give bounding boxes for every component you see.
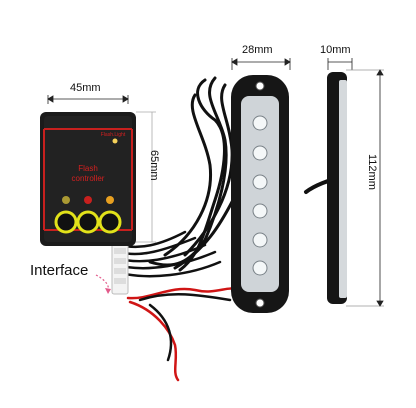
controller-title-line1: Flash [78, 164, 98, 173]
led-row [252, 115, 268, 276]
led-light-front [231, 75, 289, 313]
light-width-label: 28mm [242, 44, 273, 56]
dimension-lines [47, 58, 384, 307]
led-light-side [327, 72, 347, 304]
flash-controller [40, 112, 136, 246]
controller-title-line2: controller [71, 174, 105, 183]
light-depth-label: 10mm [320, 44, 351, 56]
controller-small-label: Flash.Light [100, 132, 126, 138]
light-height-label: 112mm [366, 154, 378, 190]
controller-width-label: 45mm [70, 82, 101, 94]
wire-bundle [118, 76, 340, 382]
controller-height-label: 65mm [148, 150, 160, 181]
interface-connector [95, 243, 129, 295]
interface-label: Interface [30, 262, 89, 279]
